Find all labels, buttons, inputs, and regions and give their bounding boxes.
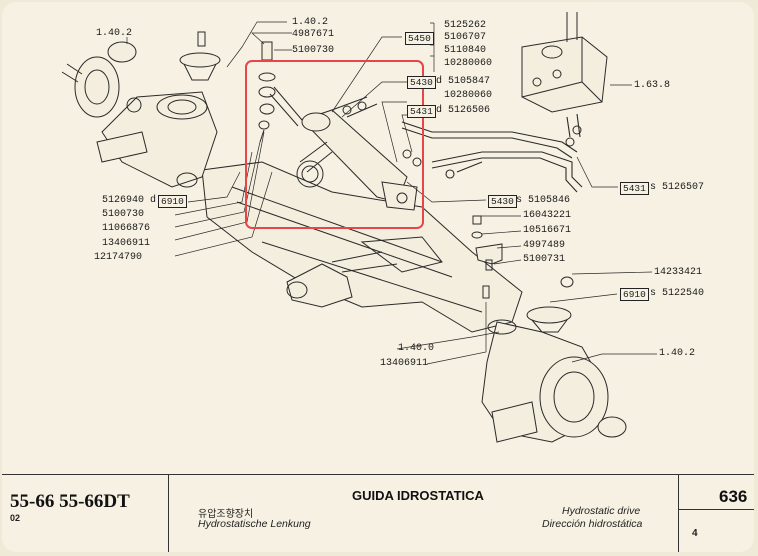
- left-kingpin-cap: [179, 31, 221, 81]
- steering-unit: [521, 12, 608, 147]
- callout-s-5122540: s 5122540: [650, 288, 705, 299]
- ref-box-5431-b: 5431: [620, 182, 649, 195]
- callout-5100730: 5100730: [102, 209, 145, 220]
- leader-lines: [126, 21, 657, 365]
- title-korean: 유압조향장치: [198, 509, 254, 520]
- callout-4987671: 4987671: [292, 29, 335, 40]
- callout-d-5126506: d 5126506: [436, 105, 491, 116]
- callout-10280060-a: 10280060: [444, 58, 493, 69]
- ref-box-6910-b: 6910: [620, 288, 649, 301]
- callout-5110840: 5110840: [444, 45, 487, 56]
- callout-5100731: 5100731: [523, 254, 566, 265]
- section-title: GUIDA IDROSTATICA: [352, 488, 484, 503]
- hydraulic-cylinder: [269, 86, 422, 211]
- callout-5100730-top: 5100730: [292, 45, 335, 56]
- callout-d-5105847: d 5105847: [436, 76, 491, 87]
- callout-14233421: 14233421: [654, 267, 703, 278]
- callout-5125262: 5125262: [444, 20, 487, 31]
- right-wheel-hub: [481, 276, 627, 443]
- callout-1-40-2-left: 1.40.2: [96, 28, 133, 39]
- callout-5106707: 5106707: [444, 32, 487, 43]
- callout-5126940-d: 5126940 d: [102, 195, 157, 206]
- callout-1-40-0: 1.40.0: [398, 343, 435, 354]
- hydraulic-pipes: [401, 113, 583, 193]
- ref-box-5431-a: 5431: [407, 105, 436, 118]
- callout-4997489: 4997489: [523, 240, 566, 251]
- callout-12174790: 12174790: [94, 252, 143, 263]
- sheet-number: 4: [692, 528, 698, 539]
- callout-10280060-b: 10280060: [444, 90, 493, 101]
- callout-s-5126507: s 5126507: [650, 182, 705, 193]
- highlight-box: [245, 60, 424, 229]
- title-spanish: Dirección hidrostática: [542, 518, 643, 530]
- callout-s-5105846: s 5105846: [516, 195, 571, 206]
- callout-1-40-2-top: 1.40.2: [292, 17, 329, 28]
- ref-box-5430-b: 5430: [488, 195, 517, 208]
- title-english: Hydrostatic drive: [562, 505, 641, 517]
- callout-10516671: 10516671: [523, 225, 572, 236]
- ref-box-5430-a: 5430: [407, 76, 436, 89]
- bolts-washers: [258, 41, 276, 143]
- ref-box-6910-a: 6910: [158, 195, 187, 208]
- model-code: 02: [10, 513, 21, 523]
- page-number: 636: [719, 487, 748, 506]
- callout-1-40-2-right: 1.40.2: [659, 348, 696, 359]
- callout-16043221: 16043221: [523, 210, 572, 221]
- ref-box-5450: 5450: [405, 32, 434, 45]
- page-cell-rule: [678, 509, 754, 510]
- title-german: Hydrostatische Lenkung: [198, 518, 311, 530]
- callout-13406911-a: 13406911: [102, 238, 151, 249]
- bracket-parts: [471, 215, 503, 299]
- model-number: 55-66 55-66DT: [10, 491, 130, 512]
- title-cell-divider: [168, 475, 169, 552]
- left-steering-knuckle: [61, 41, 218, 188]
- page-cell-divider: [678, 475, 679, 552]
- axle-housing: [201, 161, 523, 333]
- title-block: 55-66 55-66DT 02 GUIDA IDROSTATICA 유압조향장…: [2, 474, 754, 552]
- callout-1-63-8: 1.63.8: [634, 80, 671, 91]
- callout-11066876: 11066876: [102, 223, 151, 234]
- callout-13406911-b: 13406911: [380, 358, 429, 369]
